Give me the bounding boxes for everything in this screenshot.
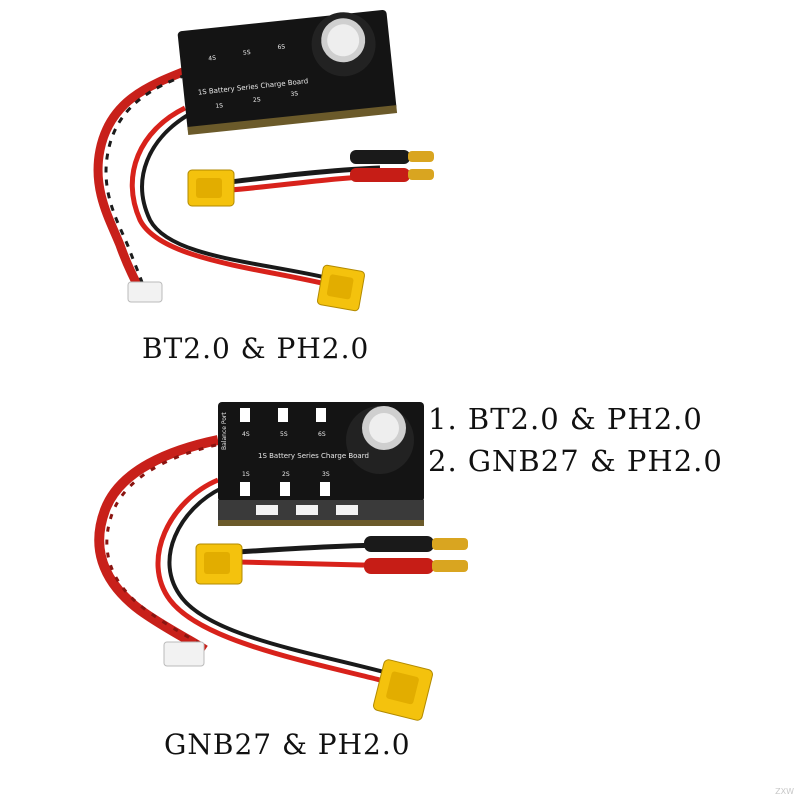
- port-label-1s-bottom: 1S: [242, 471, 250, 478]
- caption-top: BT2.0 & PH2.0: [142, 332, 370, 365]
- port-label-3s-bottom: 3S: [322, 471, 330, 478]
- option-1: 1. BT2.0 & PH2.0: [428, 402, 703, 436]
- xt60-connector-top-lower: [316, 264, 366, 312]
- bottom-charge-board-assembly: 1S Battery Series Charge Board 4S 5S 6S …: [94, 402, 468, 721]
- caption-bottom: GNB27 & PH2.0: [164, 728, 411, 761]
- charge-board-bottom: [218, 402, 424, 526]
- top-charge-board-assembly: 1S Battery Series Charge Board 4S 5S 6S …: [93, 10, 434, 312]
- port-label-4s-top: 4S: [208, 55, 217, 63]
- balance-connector-top: [127, 281, 163, 303]
- xt60-connector-top-upper: [187, 169, 235, 207]
- port-label-2s-bottom: 2S: [282, 471, 290, 478]
- port-label-5s-bottom: 5S: [280, 431, 288, 438]
- port-label-2s-top: 2S: [253, 96, 262, 104]
- port-label-6s-top: 6S: [277, 43, 286, 51]
- board-title-bottom: 1S Battery Series Charge Board: [258, 452, 369, 460]
- xt60-connector-bottom-lower: [373, 659, 433, 721]
- port-label-1s-top: 1S: [215, 102, 224, 110]
- port-label-6s-bottom: 6S: [318, 431, 326, 438]
- watermark: ZXW: [775, 787, 794, 796]
- balance-connector-bottom: [163, 641, 205, 667]
- port-label-4s-bottom: 4S: [242, 431, 250, 438]
- xt60-connector-bottom-upper: [195, 543, 243, 585]
- banana-plugs-top: [350, 150, 434, 182]
- option-2: 2. GNB27 & PH2.0: [428, 444, 723, 478]
- charge-board-top: [177, 10, 398, 135]
- banana-plugs-bottom: [364, 536, 468, 574]
- port-label-5s-top: 5S: [243, 49, 252, 57]
- port-label-3s-top: 3S: [290, 90, 299, 98]
- balance-port-label-bottom: Balance Port: [221, 412, 228, 450]
